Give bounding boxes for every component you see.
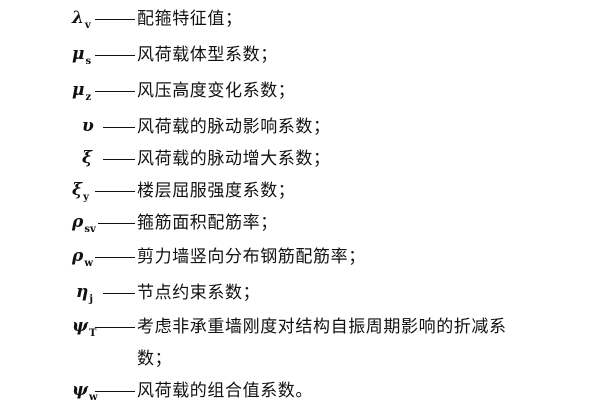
symbol: υ [82,116,94,136]
dash-separator [95,55,135,56]
symbol-base: υ [82,116,94,136]
symbol-subscript: w [84,258,93,269]
dash-separator [95,191,135,192]
symbol: μz [72,80,91,103]
symbol-subscript: s [85,56,92,67]
symbol-subscript: w [89,392,98,403]
list-item: μs 风荷载体型系数； [0,40,600,72]
symbol-base: η [76,282,89,302]
symbol: ρw [72,246,93,269]
symbol-base: ρ [72,212,84,232]
symbol-base: ξ [72,180,83,200]
symbol-subscript: z [85,92,92,103]
list-item: ψT 考虑非承重墙刚度对结构自振周期影响的折减系 [0,312,600,344]
definition-text: 箍筋面积配筋率； [137,213,278,233]
definition-text: 配箍特征值； [137,9,243,29]
symbol-base: λ [72,8,84,28]
symbol: ψw [72,380,98,403]
symbol-subscript: T [89,328,97,339]
symbol-base: ρ [72,246,84,266]
list-item: ηj 节点约束系数； [0,278,600,310]
dash-separator [95,19,135,20]
symbol-base: μ [72,44,85,64]
definition-text: 风荷载体型系数； [137,45,278,65]
definition-text: 剪力墙竖向分布钢筋配筋率； [137,247,366,267]
list-item: ξ 风荷载的脉动增大系数； [0,144,600,176]
symbol: ξ [82,148,92,168]
symbol-subscript: y [83,192,89,203]
dash-separator [103,159,135,160]
list-item: ρsv 箍筋面积配筋率； [0,208,600,240]
list-item: ψw 风荷载的组合值系数。 [0,376,600,408]
symbol: λv [72,8,91,31]
symbol: ρsv [72,212,96,235]
symbol-subscript: v [84,20,91,31]
list-item: λv 配箍特征值； [0,4,600,36]
symbol-base: ξ [82,148,93,168]
definition-text: 楼层屈服强度系数； [137,181,296,201]
dash-separator [95,91,135,92]
symbol-base: ψ [72,380,89,400]
list-item: ρw 剪力墙竖向分布钢筋配筋率； [0,242,600,274]
dash-separator [95,257,135,258]
definition-text: 风荷载的脉动影响系数； [137,117,331,137]
definition-text: 风压高度变化系数； [137,81,296,101]
definition-text: 风荷载的脉动增大系数； [137,149,331,169]
dash-separator [98,223,135,224]
symbol: ξy [72,180,89,203]
definition-text: 考虑非承重墙刚度对结构自振周期影响的折减系 [137,317,507,337]
symbol-subscript: sv [84,224,96,235]
symbol-base: μ [72,80,85,100]
definition-text: 风荷载的组合值系数。 [137,381,313,401]
symbol-subscript: j [89,294,93,305]
symbol: ηj [76,282,93,305]
dash-separator [103,127,135,128]
dash-separator [95,391,135,392]
dash-separator [95,327,135,328]
list-item: μz 风压高度变化系数； [0,76,600,108]
definition-text: 节点约束系数； [137,283,261,303]
dash-separator [103,293,135,294]
symbol: ψT [72,316,96,339]
symbol-base: ψ [72,316,89,336]
list-item: υ 风荷载的脉动影响系数； [0,112,600,144]
list-item: ξy 楼层屈服强度系数； [0,176,600,208]
symbol: μs [72,44,91,67]
definition-text-continued: 数； [137,349,173,369]
